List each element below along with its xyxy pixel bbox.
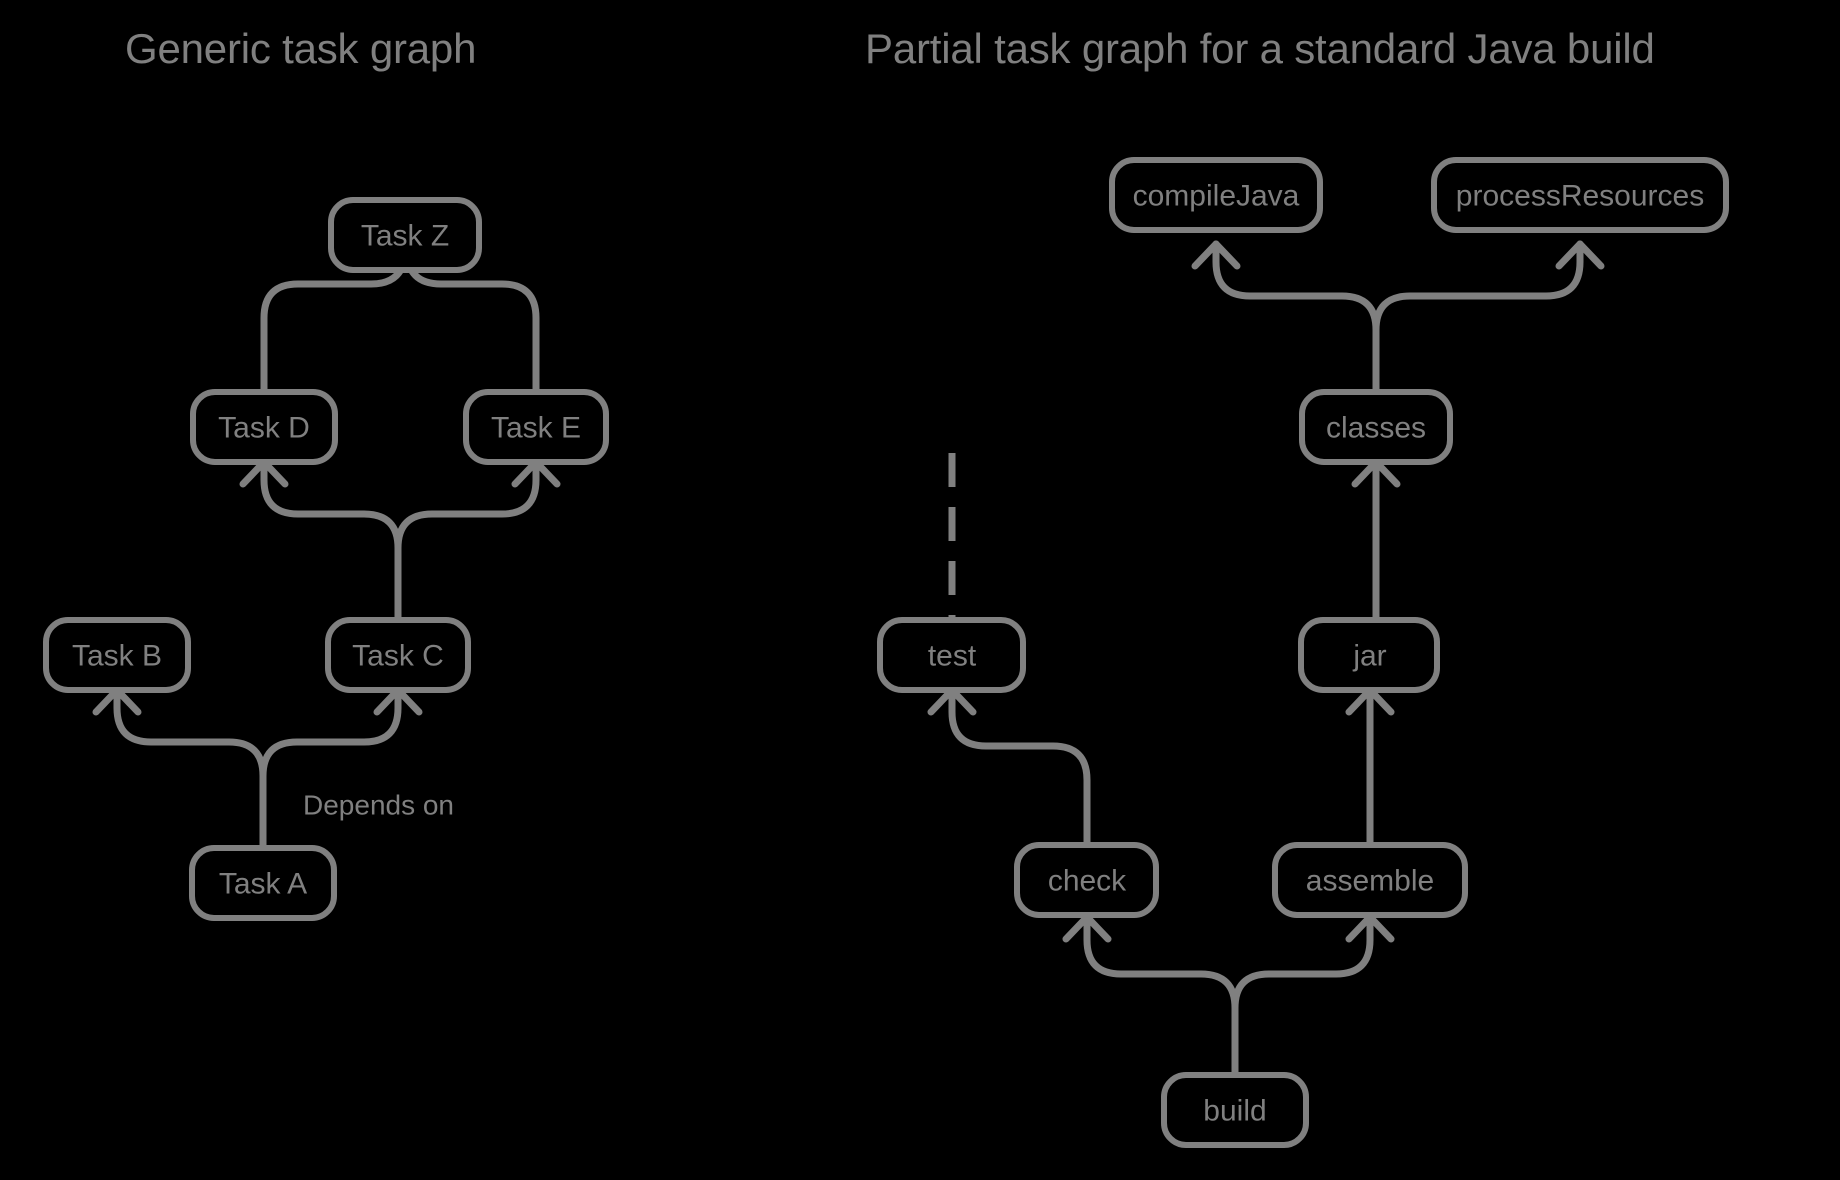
node-task-c[interactable]: Task C xyxy=(325,617,471,693)
node-jar-label: jar xyxy=(1352,640,1386,673)
generic-task-graph-group: Depends on Task Z Task D Task E Task B xyxy=(43,197,609,921)
edge-assemble-to-jar xyxy=(1345,686,1395,849)
node-task-a-box[interactable] xyxy=(189,845,337,921)
node-task-b-label: Task B xyxy=(72,640,162,673)
node-jar[interactable]: jar xyxy=(1298,617,1440,693)
java-build-task-graph-group: compileJava processResources classes tes… xyxy=(877,157,1729,1148)
node-compile-java-box[interactable] xyxy=(1109,157,1323,233)
node-process-resources-label: processResources xyxy=(1456,180,1704,213)
node-task-d-box[interactable] xyxy=(190,389,338,465)
node-task-z[interactable]: Task Z xyxy=(328,197,482,273)
node-jar-box[interactable] xyxy=(1298,617,1440,693)
node-check-label: check xyxy=(1048,865,1127,898)
node-task-a-label: Task A xyxy=(219,868,307,901)
node-task-c-box[interactable] xyxy=(325,617,471,693)
node-process-resources[interactable]: processResources xyxy=(1431,157,1729,233)
node-task-d-label: Task D xyxy=(218,412,310,445)
node-test[interactable]: test xyxy=(877,617,1026,693)
edge-label-depends-on: Depends on xyxy=(303,790,454,821)
node-check[interactable]: check xyxy=(1014,842,1159,918)
generic-task-graph-title: Generic task graph xyxy=(125,25,477,72)
edge-build-to-check xyxy=(1062,913,1239,1079)
node-task-e[interactable]: Task E xyxy=(463,389,609,465)
node-task-a[interactable]: Task A xyxy=(189,845,337,921)
node-build-box[interactable] xyxy=(1161,1072,1309,1148)
node-compile-java-label: compileJava xyxy=(1133,180,1300,213)
edge-build-to-assemble xyxy=(1231,913,1395,1079)
node-classes-box[interactable] xyxy=(1299,389,1453,465)
node-task-b[interactable]: Task B xyxy=(43,617,191,693)
node-compile-java[interactable]: compileJava xyxy=(1109,157,1323,233)
edge-taskC-to-taskD xyxy=(239,458,402,624)
edge-check-to-test xyxy=(927,686,1091,849)
edge-classes-to-compileJava xyxy=(1191,240,1380,396)
node-test-box[interactable] xyxy=(877,617,1026,693)
node-task-e-label: Task E xyxy=(491,412,581,445)
java-build-task-graph-title: Partial task graph for a standard Java b… xyxy=(865,25,1655,72)
node-test-label: test xyxy=(928,640,977,673)
node-classes-label: classes xyxy=(1326,412,1426,445)
node-task-d[interactable]: Task D xyxy=(190,389,338,465)
node-task-e-box[interactable] xyxy=(463,389,609,465)
node-task-b-box[interactable] xyxy=(43,617,191,693)
node-process-resources-box[interactable] xyxy=(1431,157,1729,233)
node-assemble-box[interactable] xyxy=(1272,842,1468,918)
edge-taskA-to-taskB xyxy=(92,686,267,852)
node-build[interactable]: build xyxy=(1161,1072,1309,1148)
edge-taskC-to-taskE xyxy=(394,458,561,624)
edge-jar-to-classes xyxy=(1351,458,1401,624)
node-check-box[interactable] xyxy=(1014,842,1159,918)
node-task-c-label: Task C xyxy=(352,640,444,673)
edge-classes-to-processResources xyxy=(1372,240,1605,396)
node-task-z-label: Task Z xyxy=(361,220,449,253)
node-assemble[interactable]: assemble xyxy=(1272,842,1468,918)
node-assemble-label: assemble xyxy=(1306,865,1434,898)
edge-taskA-to-taskC xyxy=(259,686,423,852)
node-classes[interactable]: classes xyxy=(1299,389,1453,465)
node-build-label: build xyxy=(1203,1095,1266,1128)
node-task-z-box[interactable] xyxy=(328,197,482,273)
